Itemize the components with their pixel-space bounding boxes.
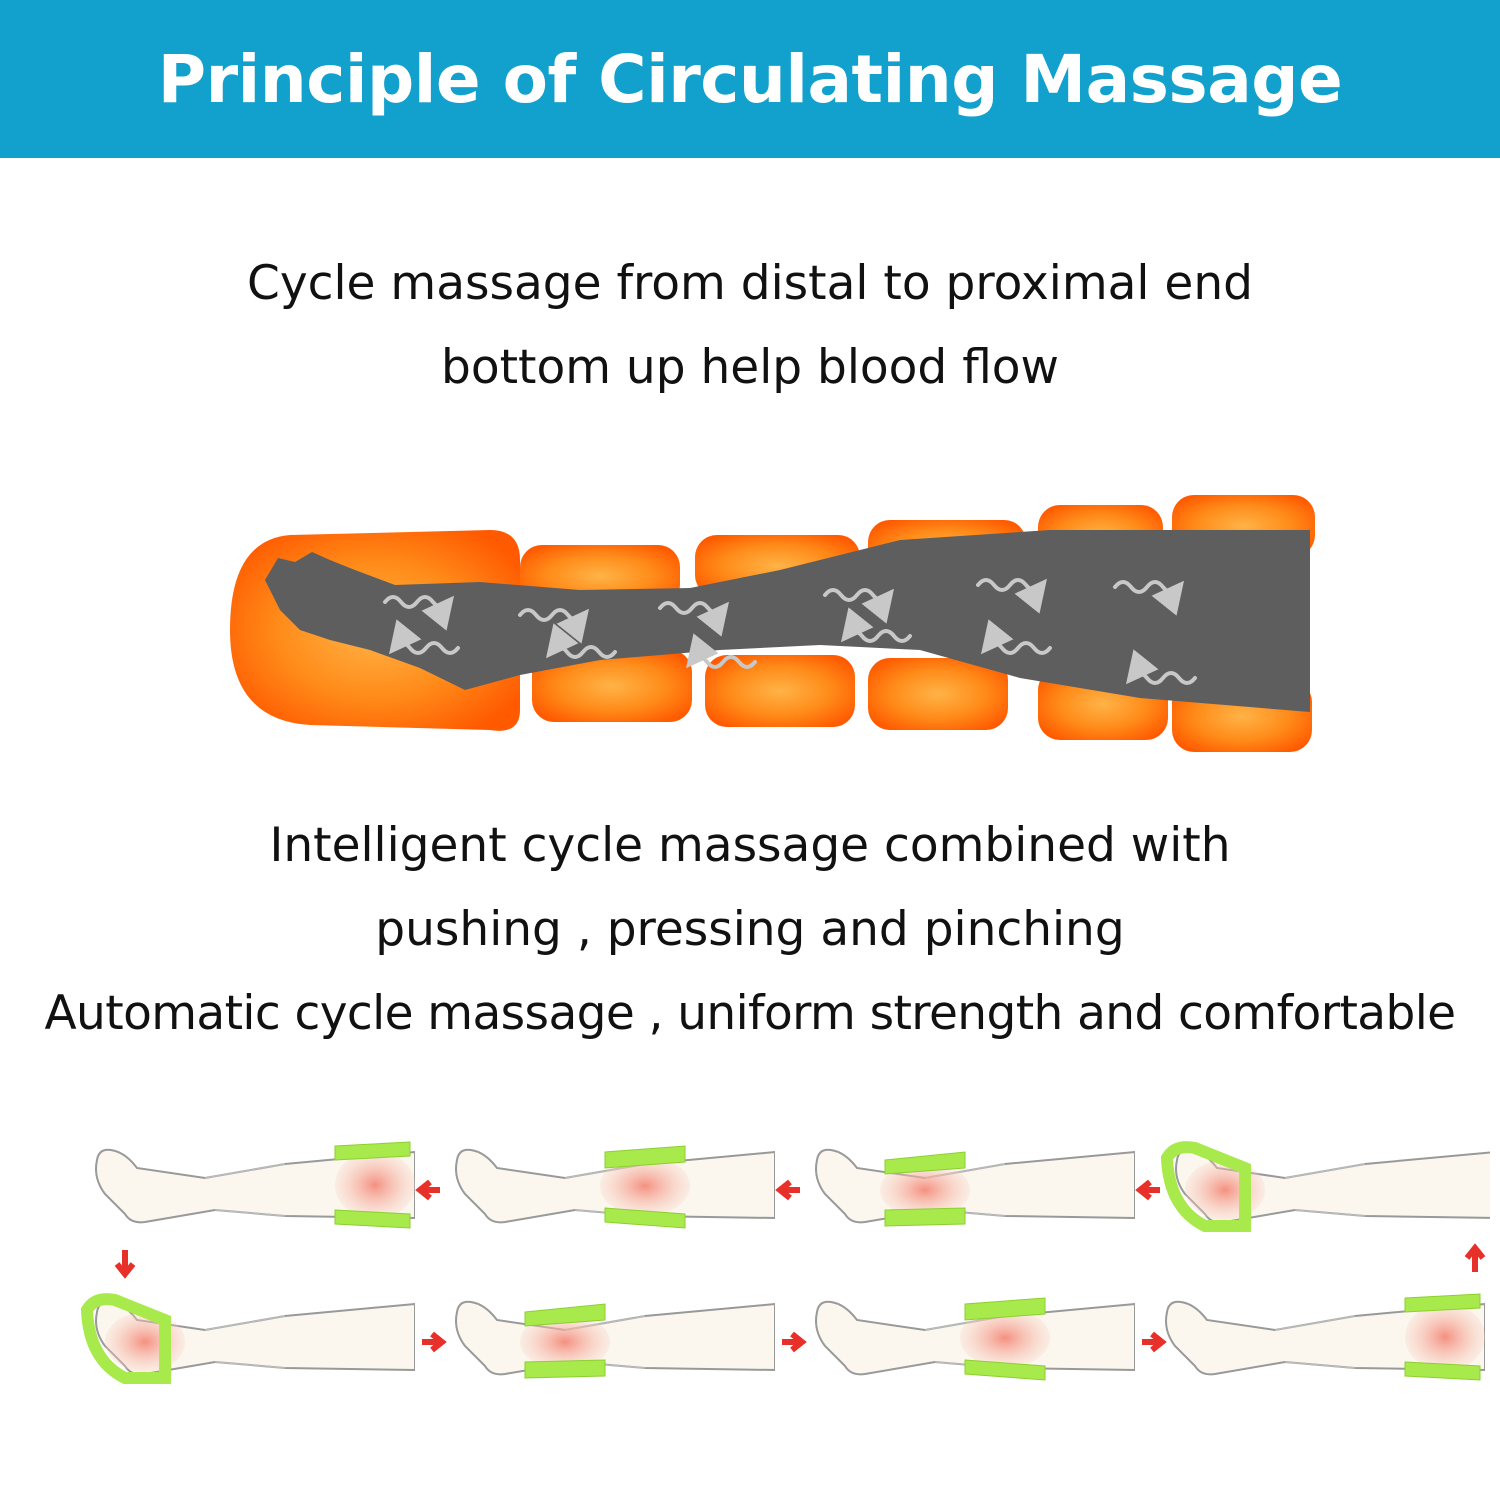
flow-arrow-icon — [685, 633, 757, 669]
flow-arrow-icon — [383, 595, 455, 631]
sequence-step-thigh-2 — [1165, 1293, 1485, 1381]
arrow-right-icon — [422, 1331, 447, 1353]
sequence-step-calf-2 — [455, 1300, 775, 1379]
arrow-left-icon — [415, 1179, 440, 1201]
chamber-lower-1 — [532, 650, 692, 722]
sequence-step-thigh — [95, 1141, 415, 1229]
flow-arrow-icon — [976, 578, 1048, 614]
sequence-step-calf — [815, 1148, 1135, 1227]
flow-arrow-icon — [518, 608, 590, 644]
sequence-step-knee — [455, 1145, 775, 1229]
intro-line-1: Cycle massage from distal to proximal en… — [247, 256, 1253, 311]
details-text: Intelligent cycle massage combined with … — [0, 804, 1500, 1056]
sequence-step-foot-2 — [80, 1293, 415, 1384]
leg-massage-illustration — [230, 495, 1315, 752]
title-banner: Principle of Circulating Massage — [0, 0, 1500, 158]
arrow-down-icon — [114, 1250, 136, 1279]
arrow-left-icon — [775, 1179, 800, 1201]
details-line-3: Automatic cycle massage , uniform streng… — [44, 986, 1457, 1041]
chamber-lower-3 — [868, 658, 1008, 730]
flow-arrow-icon — [388, 619, 460, 655]
page-title: Principle of Circulating Massage — [157, 40, 1343, 118]
flow-arrow-icon — [1125, 649, 1197, 685]
flow-arrow-icon — [658, 601, 730, 637]
arrow-left-icon — [1135, 1179, 1160, 1201]
details-line-2: pushing , pressing and pinching — [375, 902, 1125, 957]
massage-sequence-diagram — [80, 1141, 1490, 1384]
flow-arrow-icon — [840, 607, 912, 643]
arrow-right-icon — [1142, 1331, 1167, 1353]
flow-arrow-icon — [980, 619, 1052, 655]
details-line-1: Intelligent cycle massage combined with — [269, 818, 1231, 873]
flow-arrow-icon — [1113, 580, 1185, 616]
arrow-up-icon — [1464, 1243, 1486, 1272]
sequence-step-knee-2 — [815, 1297, 1135, 1381]
flow-arrows — [383, 578, 1197, 685]
leg-silhouette — [265, 530, 1310, 712]
sequence-step-foot — [1160, 1141, 1490, 1232]
arrow-right-icon — [782, 1331, 807, 1353]
flow-arrow-icon — [823, 588, 895, 624]
intro-text: Cycle massage from distal to proximal en… — [0, 242, 1500, 410]
flow-arrow-icon — [545, 623, 617, 659]
chamber-lower-2 — [705, 655, 855, 727]
intro-line-2: bottom up help blood flow — [441, 340, 1059, 395]
